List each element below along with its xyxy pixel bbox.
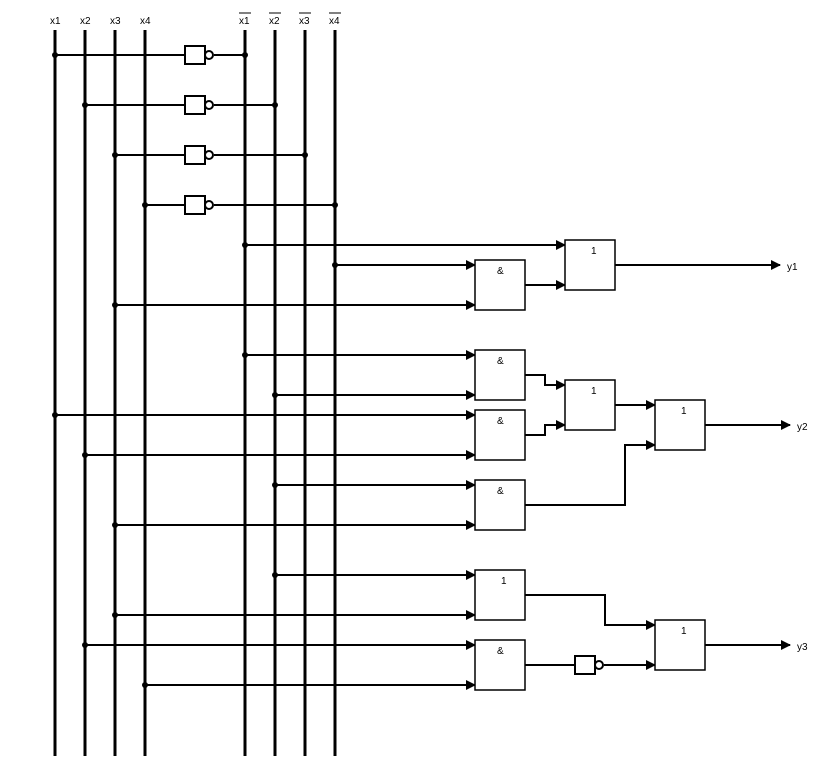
gate-and-y1 [474,259,526,311]
gate-and-y2-c-symbol: & [497,486,504,497]
label-not-x3: x3 [299,16,310,27]
inverter-y3 [574,655,604,675]
inverter-x3 [184,145,206,165]
label-x2: x2 [80,16,91,27]
gate-or-y2-mid [564,379,616,431]
gate-and-y2-a [474,349,526,401]
gate-and-y2-b-symbol: & [497,416,504,427]
gate-or-y3-out-symbol: 1 [681,626,687,637]
label-y2: y2 [797,422,808,433]
label-x1: x1 [50,16,61,27]
gate-and-y3 [474,639,526,691]
output-wires [615,260,791,650]
inverter-x2 [184,95,206,115]
gate-or-y3-out [654,619,706,671]
gate-and-y1-symbol: & [497,266,504,277]
label-x4: x4 [140,16,151,27]
label-x3: x3 [110,16,121,27]
gate-or-y2-out [654,399,706,451]
gate-or-y3-in-symbol: 1 [501,576,507,587]
gate-or-y1-symbol: 1 [591,246,597,257]
inverter-x4 [184,195,206,215]
input-inverters [55,45,335,215]
label-not-x4: x4 [329,16,340,27]
gate-and-y2-c [474,479,526,531]
gates [474,239,706,691]
gate-or-y2-out-symbol: 1 [681,406,687,417]
junction-dots [52,52,338,688]
internal-wires [525,280,656,670]
bus-labels: x1 x2 x3 x4 x1 x2 x3 x4 [50,16,340,27]
gate-input-wires [55,240,566,690]
gate-or-y3-in [474,569,526,621]
output-labels: y1 y2 y3 [787,262,808,653]
gate-and-y2-b [474,409,526,461]
gate-or-y1 [564,239,616,291]
label-y3: y3 [797,642,808,653]
inverter-x1 [184,45,206,65]
gate-symbols: 1 & & & & 1 1 1 & 1 [497,246,687,657]
gate-or-y2-mid-symbol: 1 [591,386,597,397]
label-not-x2: x2 [269,16,280,27]
label-y1: y1 [787,262,798,273]
gate-and-y3-symbol: & [497,646,504,657]
gate-and-y2-a-symbol: & [497,356,504,367]
bus-lines [53,30,337,756]
label-not-x1: x1 [239,16,250,27]
